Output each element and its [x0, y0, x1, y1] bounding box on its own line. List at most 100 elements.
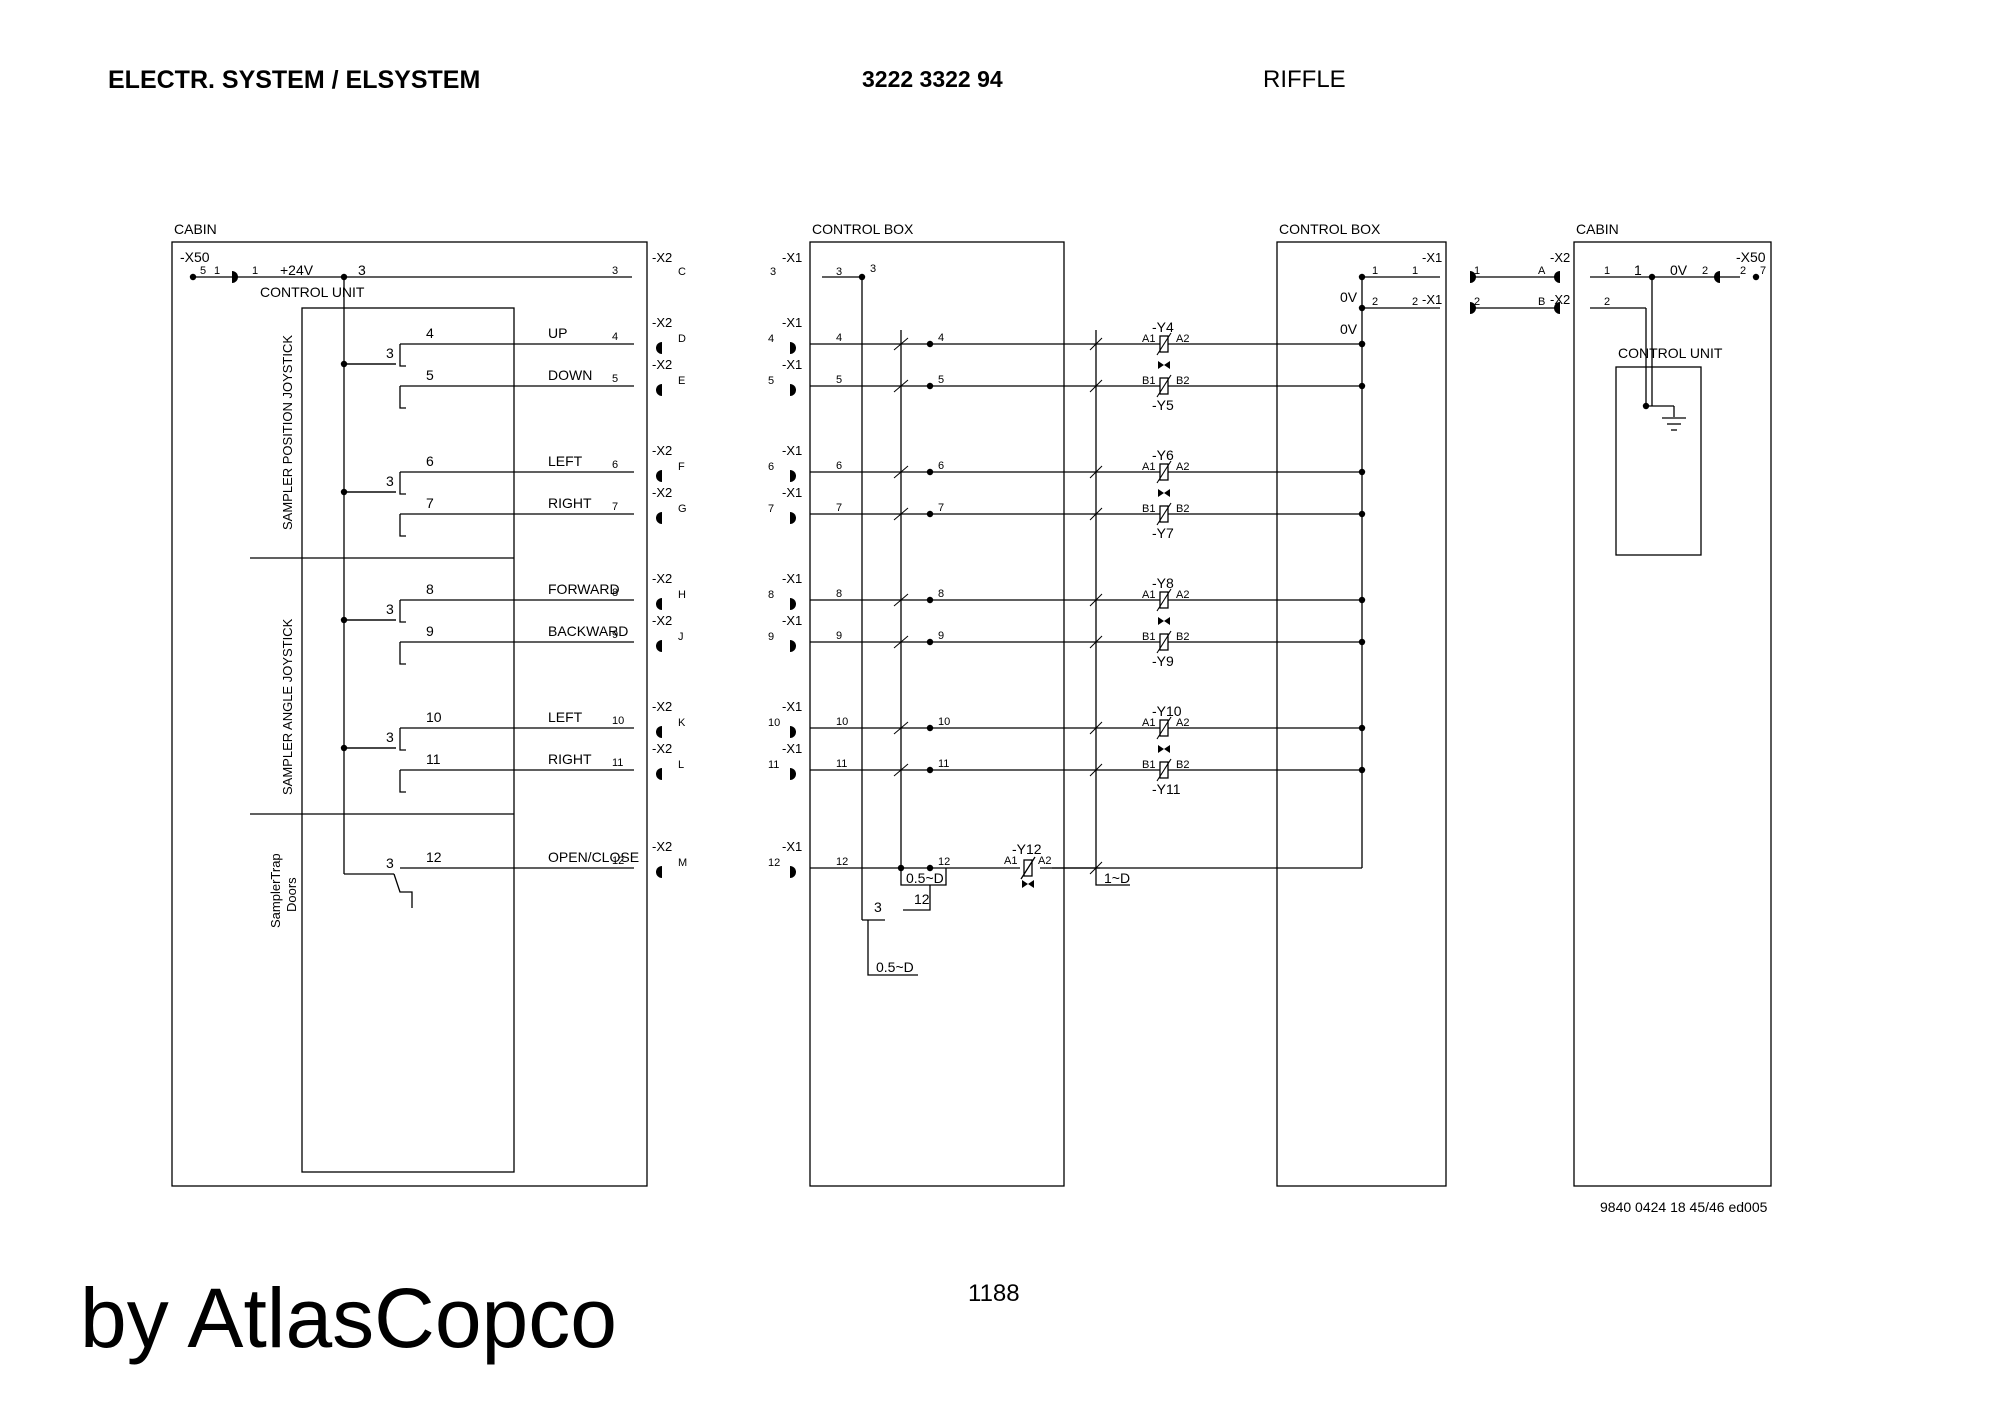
x2-supply-letter: C [678, 266, 686, 278]
wire-break-mark [893, 337, 909, 351]
signal-pin: 8 [612, 587, 618, 599]
mid-junction-dot [926, 638, 934, 646]
mid-pin-left: 8 [836, 588, 842, 600]
wire-number: 8 [426, 581, 434, 597]
valve-terminal-right: B2 [1176, 759, 1189, 771]
wire-break-mark [1089, 465, 1103, 479]
valve-top-label: -Y8 [1152, 575, 1174, 591]
x50-left-pin-1b: 1 [252, 265, 258, 277]
link-letter-a: A [1538, 265, 1546, 277]
control-unit-ground-dot [1642, 402, 1650, 410]
valve-terminal-right: B2 [1176, 631, 1189, 643]
header-part-number: 3222 3322 94 [862, 66, 1003, 92]
signal-label: DOWN [548, 367, 592, 383]
x2-connector-label: -X2 [652, 613, 672, 628]
valve-bottom-label: -Y7 [1152, 525, 1174, 541]
x1-pin: 10 [768, 717, 780, 729]
x50-left-pin-1: 1 [214, 265, 220, 277]
valve-coil-slash [1156, 630, 1172, 654]
x1-pin: 9 [768, 631, 774, 643]
zero-v-junction-dot [1358, 724, 1366, 732]
x2-connector-mark [656, 640, 662, 652]
valve-y12-slash [1020, 856, 1036, 880]
control-box-right-block [1276, 241, 1447, 1187]
x50-left-pin-5: 5 [200, 265, 206, 277]
link-letter-b: B [1538, 296, 1545, 308]
valve-terminal-left: A1 [1142, 589, 1155, 601]
x1-label-supply: -X1 [782, 250, 802, 265]
signal-pin: 6 [612, 459, 618, 471]
cabin-right-pin1-dot [1648, 273, 1656, 281]
cabin-right-pin-2-lower: 2 [1604, 296, 1610, 308]
valve-coil-slash [1156, 716, 1172, 740]
wire-break-mark [1089, 379, 1103, 393]
cabin-right-pin-2b: 2 [1740, 265, 1746, 277]
wire-number: 10 [426, 709, 442, 725]
x2-connector-label: -X2 [652, 443, 672, 458]
control-unit-left-box [301, 307, 515, 1173]
supply-wire-number: 3 [358, 262, 366, 278]
x2-connector-mark [656, 342, 662, 354]
x2-connector-mark [656, 726, 662, 738]
signal-pin: 12 [612, 855, 624, 867]
x1-connector-label: -X1 [782, 839, 802, 854]
signal-label: RIGHT [548, 495, 592, 511]
zero-v-junction-dot [1358, 596, 1366, 604]
mid-junction-dot [926, 468, 934, 476]
cabin-right-pin-2: 2 [1702, 265, 1708, 277]
link-connector-mark-4 [1554, 302, 1560, 314]
mid-supply-junction-dot [858, 273, 866, 281]
mid-pin-left: 11 [836, 758, 847, 770]
common-bus-junction-dot [340, 360, 348, 368]
valve-terminal-left: A1 [1142, 461, 1155, 473]
wire-number: 12 [426, 849, 442, 865]
common-bus-junction-dot [340, 744, 348, 752]
wire-number: 6 [426, 453, 434, 469]
common-bus-junction-dot [340, 616, 348, 624]
x2-connector-mark [656, 768, 662, 780]
x1-pin: 12 [768, 857, 780, 869]
x1-connector-mark [790, 726, 796, 738]
wire-break-mark [893, 763, 909, 777]
switch-contact [399, 344, 406, 367]
x2-letter: L [678, 759, 684, 771]
supply-end-pin: 3 [612, 265, 618, 277]
zero-v-pin1-dot [1358, 273, 1366, 281]
valve-y12-coil [1023, 859, 1033, 877]
valve-actuator-mark [1158, 489, 1170, 497]
x2-connector-label: -X2 [652, 357, 672, 372]
wire-number: 11 [426, 751, 441, 767]
supply-junction-dot [340, 273, 348, 281]
wire-break-mark [893, 721, 909, 735]
valve-coil-slash [1156, 332, 1172, 356]
valve-terminal-left: A1 [1142, 717, 1155, 729]
control-box-mid-title: CONTROL BOX [812, 221, 914, 237]
cabin-right-block [1573, 241, 1772, 1187]
trap-common-label: 3 [386, 855, 394, 871]
trap-junction-dot [897, 864, 905, 872]
x2-connector-label: -X2 [652, 315, 672, 330]
signal-pin: 10 [612, 715, 624, 727]
wire-break-mark [893, 507, 909, 521]
wire-size-a: 0.5~D [906, 870, 944, 886]
zero-v-label-b: 0V [1340, 321, 1358, 337]
control-unit-right-box [1615, 366, 1702, 556]
x2-letter: M [678, 857, 687, 869]
valve-terminal-right: A2 [1176, 461, 1189, 473]
group-label-trap-1: SamplerTrap [268, 853, 283, 928]
wire-break-mark [1089, 337, 1103, 351]
zero-v-top-dot [1358, 340, 1366, 348]
return-tag [1095, 868, 1130, 886]
valve-coil-slash [1156, 588, 1172, 612]
valve-actuator-mark [1158, 745, 1170, 753]
cabin-right-pin-7: 7 [1760, 265, 1766, 277]
x2-letter: K [678, 717, 686, 729]
header-system-title: ELECTR. SYSTEM / ELSYSTEM [108, 66, 481, 94]
x1-connector-label: -X1 [782, 613, 802, 628]
trap-size-tag-a [900, 868, 947, 886]
x1-connector-mark [790, 768, 796, 780]
valve-actuator-mark [1158, 361, 1170, 369]
wire-break-mark [1089, 721, 1103, 735]
mid-junction-dot [926, 340, 934, 348]
